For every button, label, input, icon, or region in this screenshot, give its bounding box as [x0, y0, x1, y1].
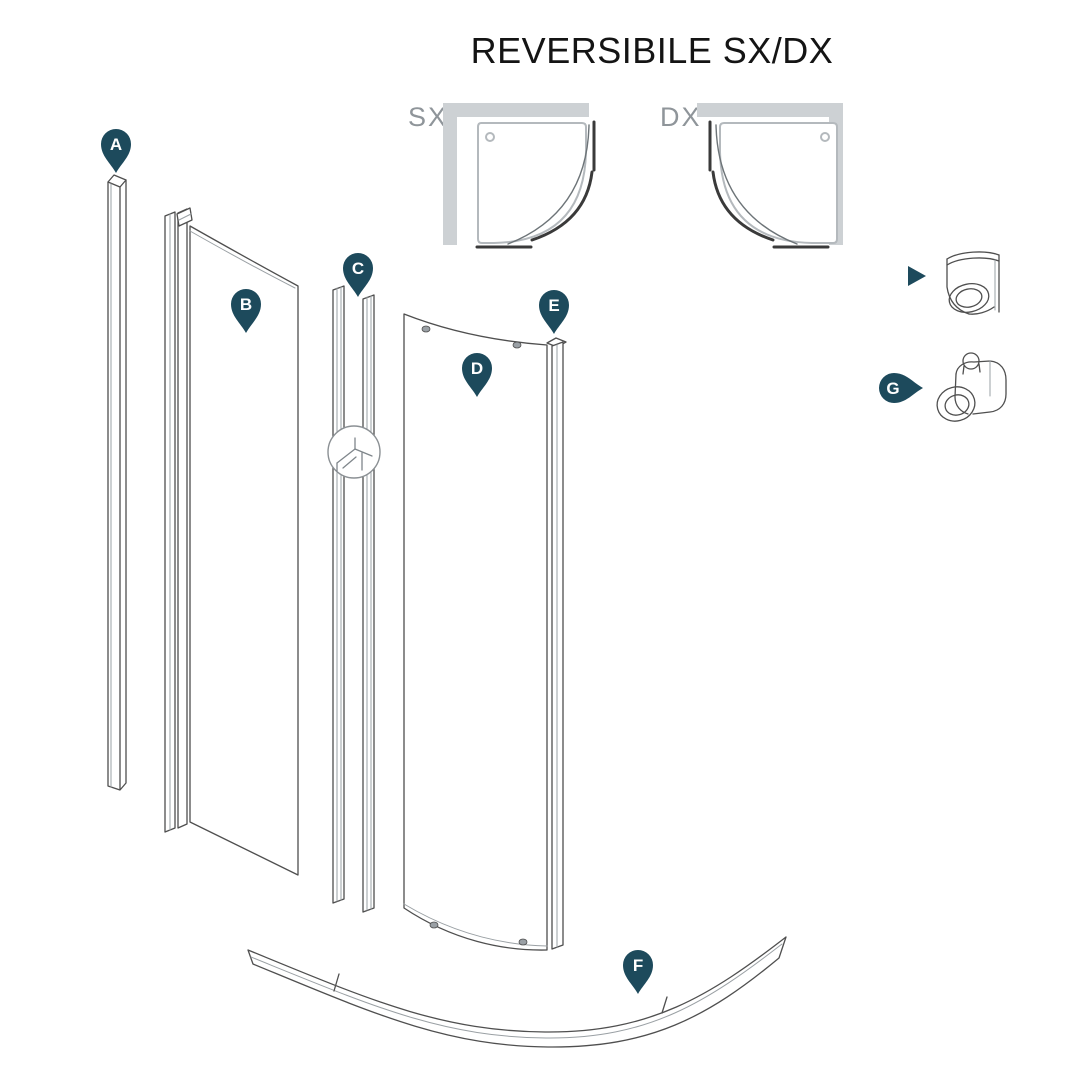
marker-f-pin-icon: [623, 950, 653, 994]
marker-d-pin-icon: [462, 353, 492, 397]
part-e-door-profile: [546, 337, 567, 950]
part-f-bottom-rail: [247, 936, 787, 1048]
marker-a-label: A: [110, 135, 122, 154]
marker-c: C: [343, 253, 373, 297]
marker-f-label: F: [633, 956, 643, 975]
sx-shower-tray: [477, 122, 587, 244]
marker-g-pin-icon: [879, 373, 923, 403]
marker-g-label: G: [886, 379, 899, 398]
roller-bracket-lower: [936, 352, 1007, 422]
part-c-closing-profiles: [327, 285, 381, 913]
marker-b-label: B: [240, 295, 252, 314]
sx-label: SX: [408, 102, 448, 132]
marker-a-pin-icon: [101, 129, 131, 173]
marker-b: B: [231, 289, 261, 333]
marker-e-pin-icon: [539, 290, 569, 334]
dx-wall-top: [697, 103, 843, 117]
config-diagram-sx: SX: [408, 102, 596, 249]
page-title: REVERSIBILE SX/DX: [471, 30, 834, 71]
dx-shower-tray: [719, 122, 838, 244]
marker-f: F: [623, 950, 653, 994]
marker-e-label: E: [548, 296, 559, 315]
marker-d: D: [462, 353, 492, 397]
config-diagram-dx: DX: [660, 102, 843, 249]
sx-wall-left: [443, 103, 457, 245]
marker-c-pin-icon: [343, 253, 373, 297]
marker-c-label: C: [352, 259, 364, 278]
part-b-fixed-panel: [164, 207, 299, 876]
dx-glass-curve: [715, 124, 798, 245]
door-roller-hole: [518, 938, 528, 946]
arrow-icon: [908, 266, 926, 286]
sx-wall-top: [443, 103, 589, 117]
marker-a: A: [101, 129, 131, 173]
sx-glass-curve: [507, 124, 590, 245]
sx-door-arc: [530, 170, 594, 242]
marker-g: G: [879, 373, 923, 403]
roller-wheel: [936, 386, 976, 422]
roller-bracket-upper: [946, 251, 1000, 315]
door-roller-hole: [512, 341, 522, 349]
sx-drain-icon: [485, 132, 495, 142]
dx-label: DX: [660, 102, 702, 132]
profile-section-detail-circle: [327, 425, 381, 479]
door-roller-hole: [429, 921, 439, 929]
dx-drain-icon: [820, 132, 830, 142]
door-roller-hole: [421, 325, 431, 333]
part-d-curved-door: [403, 313, 548, 951]
marker-b-pin-icon: [231, 289, 261, 333]
adjuster-knob: [962, 352, 980, 370]
dx-door-arc: [711, 170, 775, 242]
roller-wheel: [948, 283, 990, 313]
part-a-wall-profile: [107, 174, 127, 791]
marker-d-label: D: [471, 359, 483, 378]
marker-e: E: [539, 290, 569, 334]
